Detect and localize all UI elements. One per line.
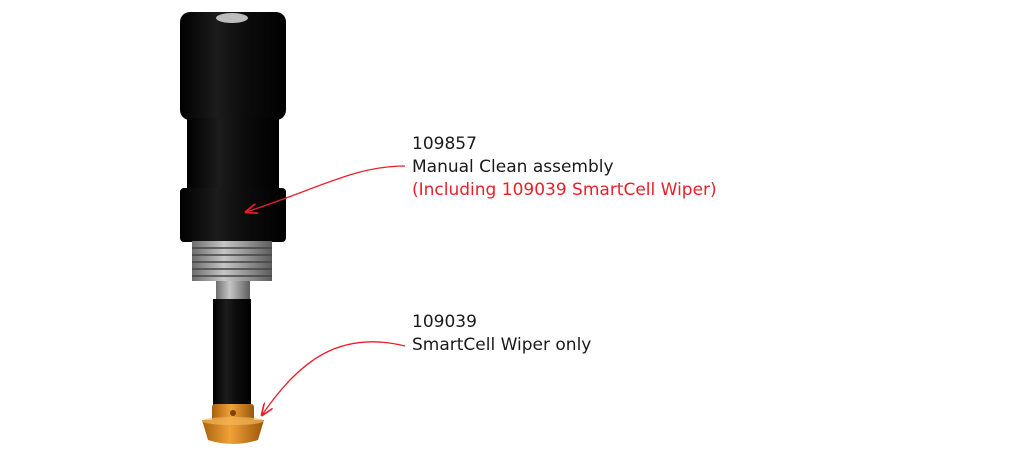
shaft bbox=[213, 299, 251, 407]
part-number-label: 109039 bbox=[412, 312, 477, 332]
part-name-label: SmartCell Wiper only bbox=[412, 335, 592, 355]
callout-smartcell-wiper: 109039 SmartCell Wiper only bbox=[412, 311, 591, 357]
top-cap bbox=[180, 12, 286, 120]
part-name-label: Manual Clean assembly bbox=[412, 157, 614, 177]
part-number-label: 109857 bbox=[412, 134, 477, 154]
part-note-label: (Including 109039 SmartCell Wiper) bbox=[412, 180, 717, 200]
collar bbox=[180, 188, 286, 242]
manual-clean-assembly bbox=[180, 12, 286, 407]
callout-arrow-wiper bbox=[262, 341, 406, 415]
callout-manual-clean-assembly: 109857 Manual Clean assembly (Including … bbox=[412, 133, 717, 202]
threaded-section bbox=[192, 241, 272, 281]
smartcell-wiper bbox=[202, 404, 264, 444]
top-screw bbox=[216, 13, 248, 23]
upper-cylinder bbox=[187, 118, 279, 190]
callout-arrow-assembly bbox=[246, 165, 406, 212]
neck bbox=[216, 281, 250, 299]
